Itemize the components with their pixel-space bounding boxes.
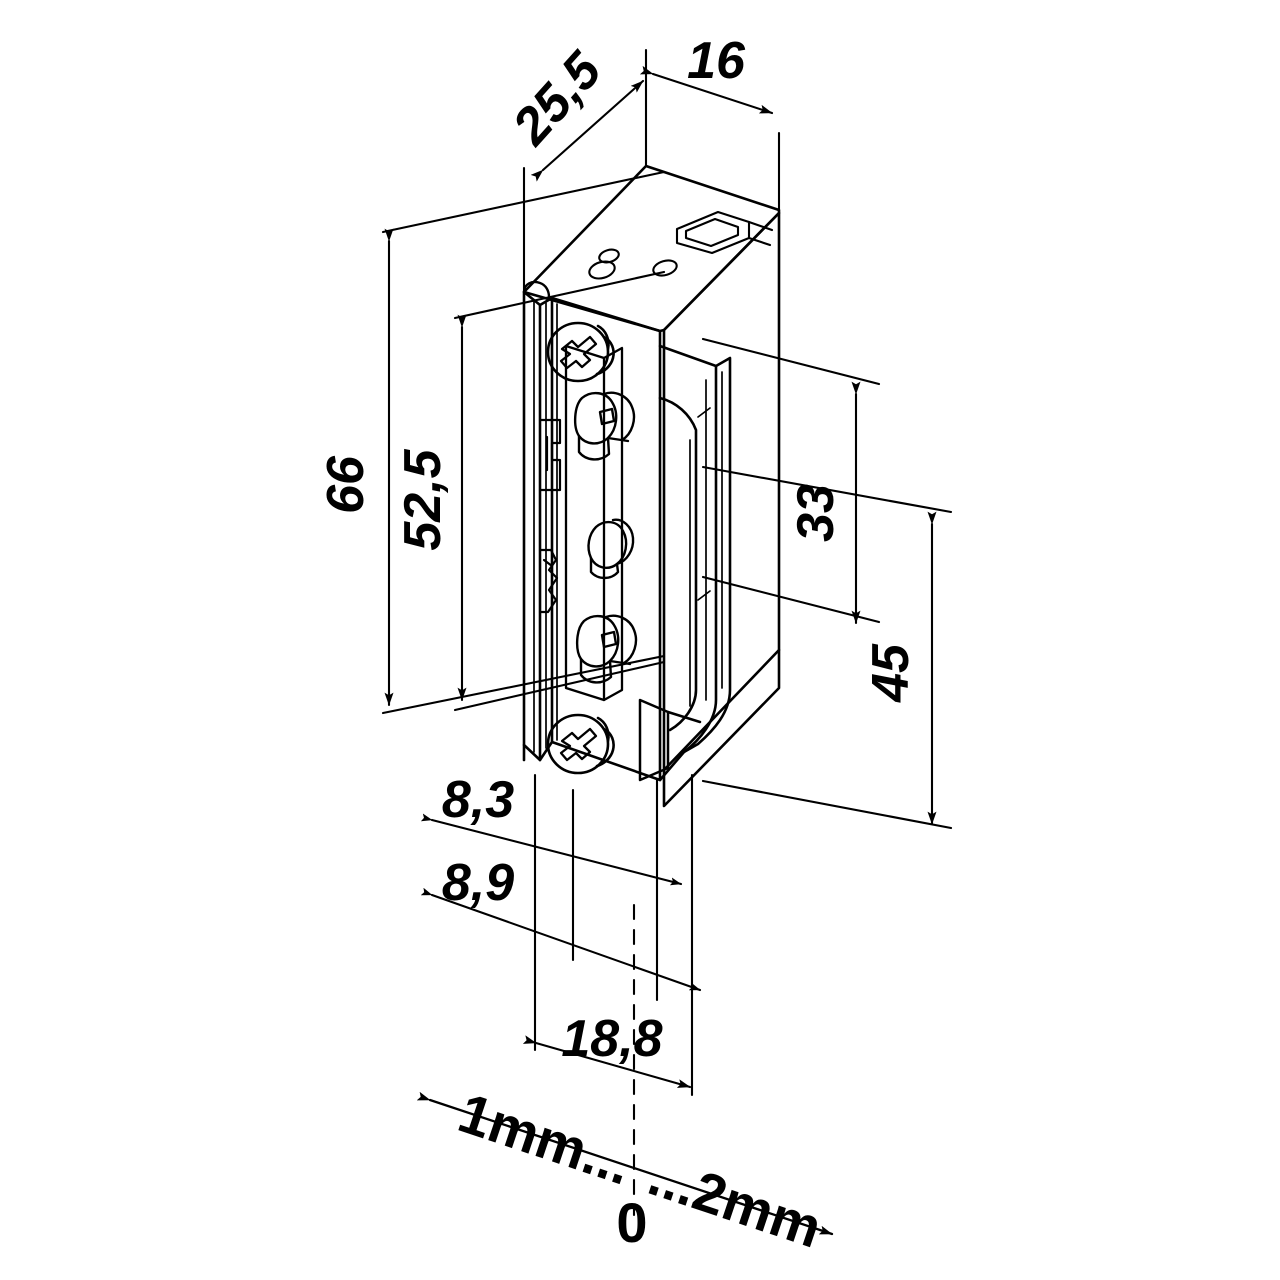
dim-label-offset-a: 8,3 [442, 771, 514, 829]
dim-height-lower-right [701, 465, 953, 830]
part-top-slot [675, 210, 774, 255]
dim-height-overall [381, 170, 666, 715]
part-screw-bottom [546, 713, 615, 775]
dim-label-width-top: 16 [687, 32, 746, 90]
part-keeper-relief [689, 371, 723, 707]
part-internal-bracket [538, 418, 562, 614]
part-mounting-holes [588, 248, 678, 280]
dim-offset-b [420, 887, 702, 992]
dim-height-upper-right [701, 337, 881, 625]
part-keeper-flange [638, 698, 702, 782]
part-latch-keeper [658, 344, 732, 782]
tolerance-axis-line [416, 1091, 834, 1236]
part-housing-body [522, 164, 781, 808]
dim-offset-a [420, 813, 683, 886]
dim-label-offset-b: 8,9 [442, 854, 514, 912]
dim-height-faceplate [453, 270, 666, 712]
part-latch-lower [576, 614, 638, 684]
dim-label-height-upper-right: 33 [787, 484, 845, 542]
part-screw-top [546, 321, 615, 383]
dim-width-bottom [522, 1035, 692, 1089]
part-latch-upper [574, 391, 636, 461]
part-latch-middle [587, 518, 635, 580]
dim-label-depth-top: 25,5 [501, 41, 613, 157]
tolerance-label-left: 1mm... [451, 1081, 639, 1197]
dim-label-width-bottom: 18,8 [561, 1010, 662, 1068]
tolerance-label-right: ...2mm [641, 1144, 829, 1260]
dim-label-height-overall: 66 [317, 455, 375, 514]
dim-width-top [639, 65, 781, 212]
tolerance-label-zero: 0 [616, 1191, 647, 1254]
part-faceplate-top-corner [522, 280, 551, 299]
dim-label-height-lower-right: 45 [862, 643, 920, 703]
dim-label-height-faceplate: 52,5 [394, 448, 452, 550]
